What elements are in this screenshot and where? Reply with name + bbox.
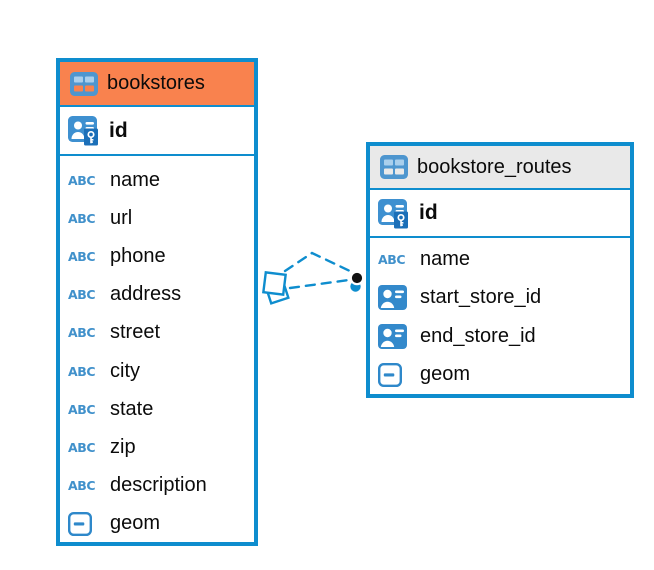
person-key-icon bbox=[68, 115, 102, 146]
pk-row-id[interactable]: id bbox=[370, 190, 630, 236]
table-icon bbox=[380, 155, 408, 179]
column-row-zip[interactable]: ABC zip bbox=[68, 435, 136, 458]
column-list: ABC name start_store_id bbox=[370, 238, 630, 394]
person-ref-icon bbox=[378, 285, 412, 311]
entity-title: bookstores bbox=[107, 72, 205, 94]
person-key-icon bbox=[378, 198, 412, 229]
divider bbox=[370, 188, 630, 190]
connector-dot-black bbox=[349, 270, 365, 286]
entity-bookstores-header[interactable]: bookstores bbox=[60, 62, 254, 105]
entity-bookstores[interactable]: bookstores id ABC nam bbox=[56, 58, 258, 546]
column-row-state[interactable]: ABC state bbox=[68, 397, 154, 420]
pk-row-id[interactable]: id bbox=[60, 107, 254, 154]
divider bbox=[60, 105, 254, 107]
text-abc-icon: ABC bbox=[68, 172, 96, 188]
text-abc-icon: ABC bbox=[68, 478, 96, 494]
table-icon bbox=[70, 71, 98, 96]
pk-label: id bbox=[109, 118, 128, 142]
divider bbox=[370, 236, 630, 238]
column-row-start-store-id[interactable]: start_store_id bbox=[370, 279, 630, 318]
connector-dot-blue bbox=[350, 281, 361, 292]
geometry-icon bbox=[68, 511, 102, 536]
column-row-geom[interactable]: geom bbox=[370, 356, 630, 395]
text-abc-icon: ABC bbox=[68, 439, 96, 455]
column-row-city[interactable]: ABC city bbox=[68, 359, 140, 382]
person-ref-icon bbox=[378, 323, 412, 349]
column-row-geom[interactable]: geom bbox=[60, 505, 254, 542]
column-list: ABC name ABC url ABC phone ABC address A… bbox=[60, 156, 254, 542]
column-row-end-store-id[interactable]: end_store_id bbox=[370, 317, 630, 356]
column-row-phone[interactable]: ABC phone bbox=[68, 244, 166, 267]
entity-title: bookstore_routes bbox=[417, 155, 572, 178]
divider bbox=[60, 154, 254, 156]
column-row-url[interactable]: ABC url bbox=[68, 206, 133, 229]
text-abc-icon: ABC bbox=[68, 287, 96, 303]
text-abc-icon: ABC bbox=[68, 363, 96, 379]
geometry-icon bbox=[378, 362, 412, 387]
column-row-address[interactable]: ABC address bbox=[68, 283, 182, 306]
stacked-squares-marker bbox=[264, 279, 290, 305]
text-abc-icon: ABC bbox=[68, 401, 96, 417]
pk-label: id bbox=[419, 201, 438, 224]
relationship-line-lower bbox=[288, 278, 351, 290]
text-abc-icon: ABC bbox=[68, 325, 96, 341]
entity-bookstore-routes-header[interactable]: bookstore_routes bbox=[370, 146, 630, 188]
text-abc-icon: ABC bbox=[378, 251, 406, 267]
relationship-line-upper bbox=[283, 251, 354, 274]
text-abc-icon: ABC bbox=[68, 248, 96, 264]
column-row-name[interactable]: ABC name bbox=[68, 168, 161, 191]
column-row-name[interactable]: ABC name bbox=[378, 247, 471, 270]
entity-bookstore-routes[interactable]: bookstore_routes id ABC bbox=[366, 142, 634, 398]
column-row-street[interactable]: ABC street bbox=[68, 321, 161, 344]
column-row-description[interactable]: ABC description bbox=[68, 474, 207, 497]
text-abc-icon: ABC bbox=[68, 210, 96, 226]
